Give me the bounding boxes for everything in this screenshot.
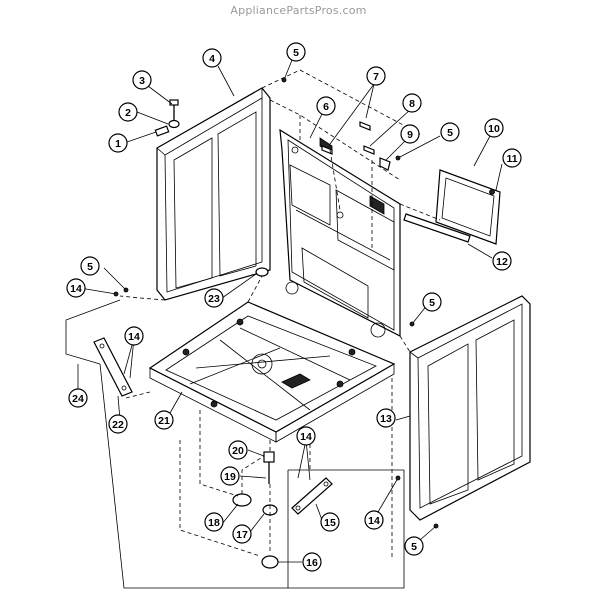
callout-label: 16: [306, 557, 318, 569]
callout-5-right: 5: [422, 292, 442, 312]
callout-3: 3: [132, 70, 152, 90]
callout-6: 6: [316, 96, 336, 116]
callout-label: 5: [87, 261, 93, 273]
base-frame: [148, 301, 396, 443]
callout-label: 4: [209, 53, 215, 65]
callout-22: 22: [108, 414, 128, 434]
callout-8: 8: [402, 93, 422, 113]
callout-label: 7: [373, 71, 379, 83]
leveling-foot-assembly: [232, 451, 279, 569]
leader-lines: [77, 59, 503, 563]
callout-14-right: 14: [364, 510, 384, 530]
callout-2: 2: [118, 102, 138, 122]
callout-label: 10: [488, 123, 500, 135]
callout-5-bottom: 5: [404, 536, 424, 556]
outline-24: [65, 299, 405, 589]
callout-13: 13: [376, 408, 396, 428]
callout-label: 5: [429, 297, 435, 309]
callout-label: 8: [409, 98, 415, 110]
callout-label: 24: [72, 393, 84, 405]
callout-14-left: 14: [66, 278, 86, 298]
callout-label: 5: [447, 127, 453, 139]
screw-markers: [113, 77, 439, 529]
callout-label: 14: [70, 283, 82, 295]
callout-24: 24: [68, 388, 88, 408]
callout-1: 1: [108, 133, 128, 153]
callout-label: 11: [506, 153, 517, 165]
callout-10: 10: [484, 118, 504, 138]
callout-11: 11: [502, 148, 522, 168]
callout-label: 21: [158, 415, 170, 427]
callout-16: 16: [302, 552, 322, 572]
callout-label: 23: [208, 293, 220, 305]
callout-5-rear: 5: [440, 122, 460, 142]
callout-4: 4: [202, 48, 222, 68]
dashed-guides: [119, 69, 441, 560]
bushing-23: [255, 267, 269, 277]
callout-17: 17: [232, 524, 252, 544]
callout-label: 19: [224, 471, 236, 483]
callout-12: 12: [492, 251, 512, 271]
callout-20: 20: [228, 440, 248, 460]
callout-5-top: 5: [286, 42, 306, 62]
callout-label: 14: [300, 431, 312, 443]
callout-5-left: 5: [80, 256, 100, 276]
callout-21: 21: [154, 410, 174, 430]
callout-label: 20: [232, 445, 244, 457]
callout-label: 6: [323, 101, 329, 113]
callout-label: 18: [208, 517, 220, 529]
callout-label: 1: [115, 138, 121, 150]
callout-label: 15: [324, 517, 336, 529]
callout-18: 18: [204, 512, 224, 532]
callout-9: 9: [400, 124, 420, 144]
callout-label: 12: [496, 256, 508, 268]
callout-label: 13: [380, 413, 392, 425]
callout-label: 14: [368, 515, 380, 527]
callout-label: 2: [125, 107, 131, 119]
callout-19: 19: [220, 466, 240, 486]
access-cover: [435, 169, 501, 245]
bracket-22: [93, 337, 133, 397]
callout-label: 9: [407, 129, 413, 141]
callout-14-center: 14: [124, 326, 144, 346]
callout-label: 17: [236, 529, 248, 541]
callout-label: 14: [128, 331, 140, 343]
callout-7: 7: [366, 66, 386, 86]
fastener-set-left: [154, 99, 180, 137]
callout-label: 5: [293, 47, 299, 59]
bracket-15: [291, 477, 333, 515]
strip-12: [403, 213, 471, 243]
callout-label: 5: [411, 541, 417, 553]
callout-23: 23: [204, 288, 224, 308]
watermark-text: AppliancePartsPros.com: [230, 4, 367, 17]
right-side-panel: [409, 295, 531, 521]
left-side-panel: [156, 87, 271, 301]
callout-15: 15: [320, 512, 340, 532]
callout-label: 3: [139, 75, 145, 87]
callout-14-bottom: 14: [296, 426, 316, 446]
clip-parts: [321, 121, 391, 171]
callout-label: 22: [112, 419, 124, 431]
